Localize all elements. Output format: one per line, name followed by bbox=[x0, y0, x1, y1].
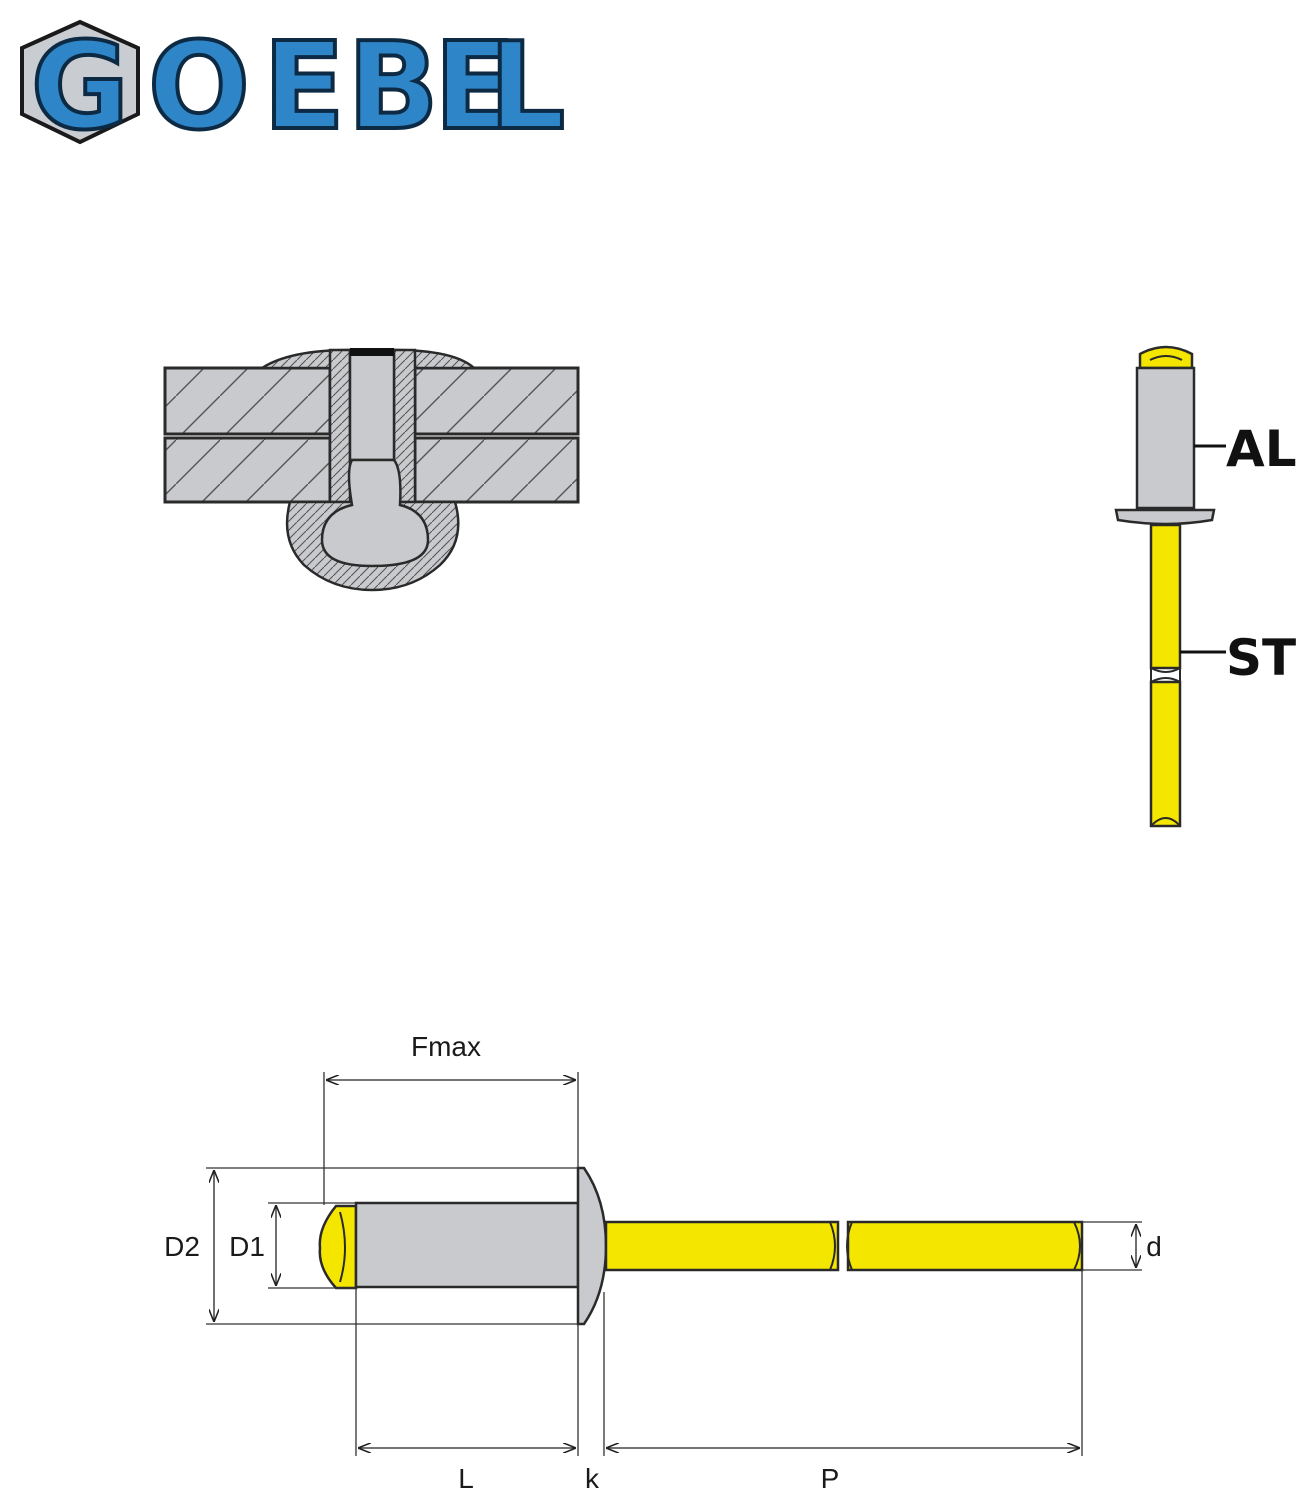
rivet-bore-top bbox=[350, 348, 394, 356]
hexagon-nut-icon bbox=[20, 19, 140, 145]
label-al: AL bbox=[1226, 420, 1297, 478]
logo-letter-o: O bbox=[148, 18, 250, 157]
label-l: L bbox=[458, 1463, 474, 1494]
label-k: k bbox=[585, 1463, 600, 1494]
plate-top-right bbox=[413, 366, 580, 436]
rivet-flange bbox=[1114, 508, 1216, 526]
mandrel-head-top bbox=[1138, 345, 1194, 370]
mandrel-shaft-lower bbox=[1149, 680, 1182, 828]
rivet-bore bbox=[348, 348, 396, 462]
label-st: ST bbox=[1226, 629, 1296, 687]
logo-letter-b: B bbox=[347, 18, 438, 157]
dim-mandrel-head bbox=[318, 1204, 358, 1290]
logo-letter-e2: E bbox=[434, 18, 516, 157]
goebel-logo: G O E B E L bbox=[20, 16, 567, 159]
mandrel-head-inside bbox=[320, 458, 430, 568]
logo-letter-g: G bbox=[31, 18, 130, 157]
label-d1: D1 bbox=[229, 1231, 265, 1262]
rivet-vertical-view: AL ST bbox=[1114, 345, 1297, 828]
logo-letter-e: E bbox=[263, 18, 345, 157]
plate-bottom-right bbox=[413, 436, 580, 504]
label-fmax: Fmax bbox=[411, 1031, 481, 1062]
dim-rivet-flange bbox=[576, 1166, 608, 1326]
dim-mandrel-shaft-a bbox=[604, 1220, 840, 1272]
mandrel-shaft-upper bbox=[1149, 523, 1182, 670]
label-d2: D2 bbox=[164, 1231, 200, 1262]
mandrel-break-notch bbox=[1150, 666, 1181, 684]
rivet-dimension-drawing: Fmax D2 D1 d L k P bbox=[164, 1031, 1162, 1494]
plate-bottom-left bbox=[163, 436, 332, 504]
logo-letter-l: L bbox=[489, 18, 565, 157]
rivet-shank-left bbox=[328, 348, 352, 504]
rivet-cross-section bbox=[163, 348, 580, 592]
plate-top-left bbox=[163, 366, 332, 436]
dim-rivet-body bbox=[354, 1201, 580, 1289]
label-p: P bbox=[821, 1463, 840, 1494]
dim-mandrel-shaft-b bbox=[846, 1220, 1084, 1272]
rivet-body-al bbox=[1135, 366, 1196, 510]
label-d: d bbox=[1146, 1231, 1162, 1262]
